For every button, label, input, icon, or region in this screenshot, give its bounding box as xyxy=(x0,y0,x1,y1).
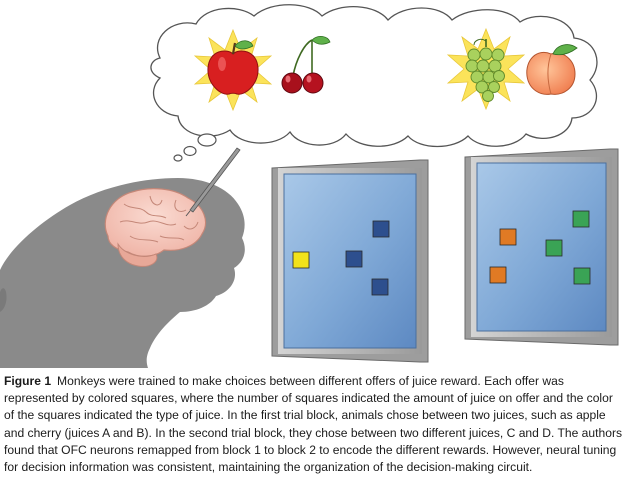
orange-square xyxy=(499,228,517,246)
block-1-screen xyxy=(271,159,429,363)
apple-icon xyxy=(193,28,273,112)
electrode xyxy=(185,147,241,217)
green-square xyxy=(572,210,590,228)
caption-label: Figure 1 xyxy=(4,374,52,388)
green-square xyxy=(545,239,563,257)
navy-square xyxy=(372,220,390,238)
yellow-square xyxy=(292,251,310,269)
navy-square xyxy=(371,278,389,296)
grapes-icon xyxy=(446,27,526,111)
figure-illustration xyxy=(0,4,619,368)
monitor-screen xyxy=(476,162,607,332)
navy-square xyxy=(345,250,363,268)
caption-text: Monkeys were trained to make choices bet… xyxy=(4,374,623,475)
thought-bubble xyxy=(150,4,598,162)
peach-icon xyxy=(526,44,578,95)
green-square xyxy=(573,267,591,285)
thought-dot-medium xyxy=(183,145,197,157)
thought-dot-small xyxy=(173,154,183,162)
monitors xyxy=(271,148,619,363)
orange-square xyxy=(489,266,507,284)
brain-illustration xyxy=(104,188,207,267)
cherry-icon xyxy=(281,36,331,94)
block-2-screen xyxy=(464,148,619,346)
thought-dot-large xyxy=(197,133,217,147)
